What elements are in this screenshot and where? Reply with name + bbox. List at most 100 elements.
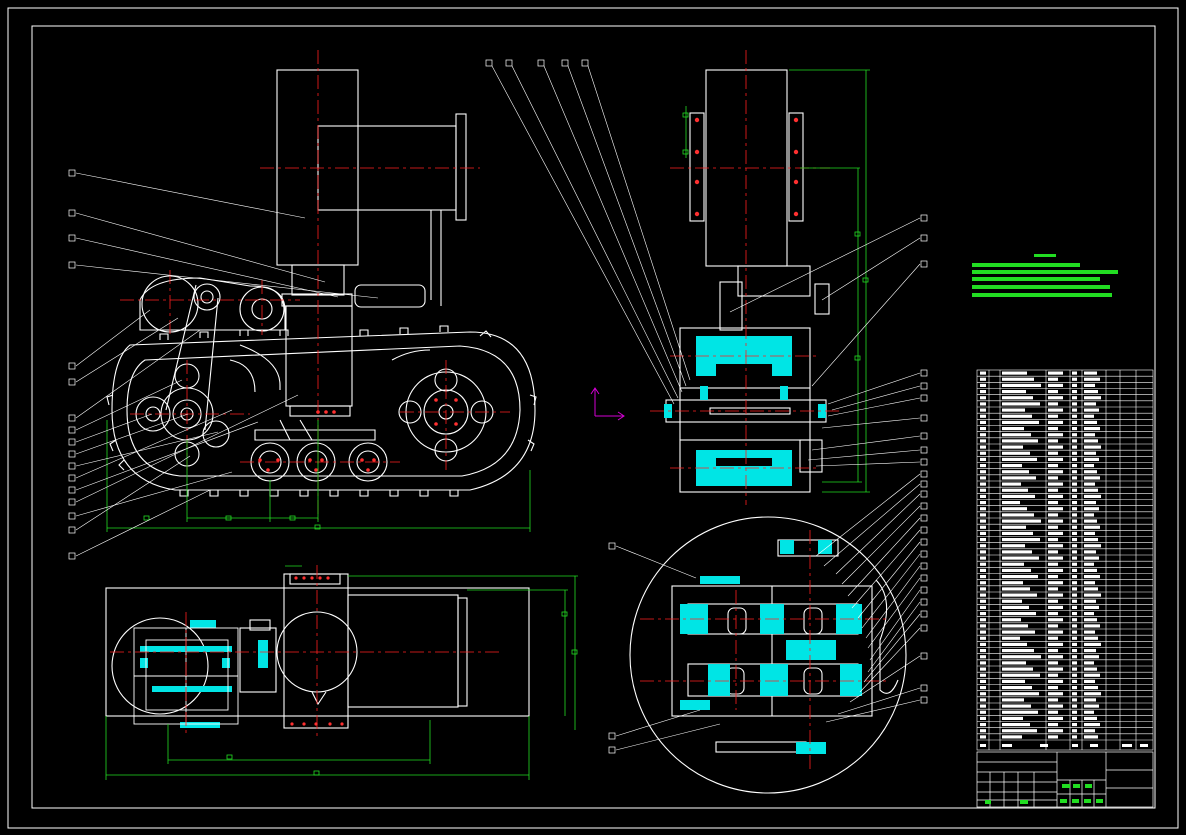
- parts-list-cell-mark: [1002, 420, 1039, 424]
- parts-list-cell-mark: [1002, 649, 1034, 653]
- plan-view-hatch: [140, 620, 268, 728]
- parts-list-cell-mark: [1002, 402, 1040, 406]
- parts-list-cell-mark: [1002, 433, 1031, 437]
- parts-list-cell-mark: [1072, 414, 1077, 418]
- parts-list-cell-mark: [1048, 494, 1063, 498]
- parts-list-cell-mark: [1002, 513, 1034, 517]
- parts-list-cell-mark: [980, 482, 986, 486]
- plan-view-centerlines: [110, 565, 500, 738]
- parts-list-cell-mark: [1002, 531, 1033, 535]
- parts-list-cell-mark: [1072, 544, 1077, 548]
- parts-list-cell-mark: [1072, 433, 1077, 437]
- parts-list-cell-mark: [1048, 655, 1063, 659]
- parts-list-cell-mark: [980, 445, 986, 449]
- parts-list-cell-mark: [1048, 445, 1063, 449]
- parts-list-cell-mark: [1002, 630, 1035, 634]
- parts-list-cell-mark: [1072, 649, 1077, 653]
- parts-list-cell-mark: [1084, 377, 1100, 381]
- parts-list-cell-mark: [1002, 371, 1027, 375]
- parts-list-cell-mark: [1084, 581, 1095, 585]
- parts-list-cell-mark: [1048, 482, 1063, 486]
- parts-list-cell-mark: [1084, 414, 1094, 418]
- parts-list-cell-mark: [1048, 488, 1058, 492]
- parts-list-cell-mark: [1048, 396, 1063, 400]
- parts-list-cell-mark: [1048, 618, 1063, 622]
- parts-list-cell-mark: [980, 488, 986, 492]
- technical-notes-line: [972, 277, 1100, 281]
- parts-list-cell-mark: [1072, 704, 1077, 708]
- parts-list-cell-mark: [1002, 704, 1031, 708]
- parts-list-cell-mark: [1084, 599, 1096, 603]
- parts-list-cell-mark: [980, 642, 986, 646]
- parts-list-cell-mark: [1048, 556, 1063, 560]
- parts-list-cell-mark: [1072, 692, 1077, 696]
- parts-list-cell-mark: [1048, 686, 1058, 690]
- parts-list-cell-mark: [1072, 550, 1077, 554]
- parts-list-cell-mark: [1002, 451, 1030, 455]
- parts-list-cell-mark: [980, 655, 986, 659]
- parts-list-cell-mark: [1002, 618, 1021, 622]
- parts-list-cell-mark: [1048, 642, 1063, 646]
- parts-list-cell-mark: [1048, 599, 1058, 603]
- parts-list-cell-mark: [1002, 599, 1022, 603]
- parts-list-cell-mark: [980, 390, 986, 394]
- parts-list-cell-mark: [1048, 661, 1058, 665]
- parts-list-cell-mark: [1048, 581, 1063, 585]
- plan-view: [105, 573, 530, 729]
- parts-list-cell-mark: [1084, 636, 1098, 640]
- parts-list-cell-mark: [1072, 445, 1077, 449]
- parts-list-cell-mark: [1002, 470, 1029, 474]
- title-block-marks: [985, 784, 1103, 804]
- parts-list-cell-mark: [980, 636, 986, 640]
- parts-list-cell-mark: [980, 612, 986, 616]
- parts-list-cell-mark: [1084, 655, 1099, 659]
- parts-list-cell-mark: [1048, 371, 1063, 375]
- parts-list-cell-mark: [1084, 433, 1095, 437]
- parts-list-cell-mark: [1084, 723, 1100, 727]
- parts-list-cell-mark: [1002, 408, 1025, 412]
- parts-list-cell-mark: [980, 599, 986, 603]
- parts-list-cell-mark: [1048, 383, 1063, 387]
- parts-list-cell-mark: [1048, 612, 1058, 616]
- parts-list-cell-mark: [1002, 494, 1035, 498]
- front-section-view: [665, 69, 830, 493]
- parts-list-cell-mark: [1002, 612, 1036, 616]
- parts-list-cell-mark: [1048, 729, 1063, 733]
- parts-list-cell-mark: [1002, 439, 1038, 443]
- parts-list-cell-mark: [1002, 692, 1039, 696]
- parts-list-cell-mark: [1072, 655, 1077, 659]
- parts-list-cell-mark: [1002, 562, 1024, 566]
- parts-list-cell-mark: [1002, 501, 1020, 505]
- parts-list-cell-mark: [1048, 420, 1063, 424]
- parts-list-cell-mark: [1072, 470, 1077, 474]
- parts-list-cell-mark: [1002, 593, 1037, 597]
- parts-list-cell-mark: [1072, 562, 1077, 566]
- parts-list-cell-mark: [1002, 636, 1020, 640]
- leader-lines: [75, 65, 921, 751]
- parts-list-cell-mark: [980, 525, 986, 529]
- parts-list-cell-mark: [980, 457, 986, 461]
- parts-list-cell-mark: [1048, 704, 1063, 708]
- parts-list-cell-mark: [1072, 451, 1077, 455]
- parts-list-cell-mark: [1084, 544, 1101, 548]
- parts-list-cell-mark: [980, 538, 986, 542]
- parts-list-cell-mark: [1084, 698, 1096, 702]
- parts-list-cell-mark: [980, 531, 986, 535]
- parts-list-cell-mark: [1072, 729, 1077, 733]
- parts-list-cell-mark: [1072, 371, 1077, 375]
- parts-list-cell-mark: [1084, 649, 1096, 653]
- parts-list-cell-mark: [980, 470, 986, 474]
- parts-list-cell-mark: [1048, 457, 1063, 461]
- parts-list-cell-mark: [1002, 414, 1032, 418]
- parts-list-cell-mark: [1084, 457, 1099, 461]
- parts-list-cell-mark: [1084, 390, 1098, 394]
- parts-list-cell-mark: [1072, 568, 1077, 572]
- parts-list-cell-mark: [1002, 488, 1028, 492]
- parts-list-cell-mark: [980, 605, 986, 609]
- parts-list-cell-mark: [1002, 427, 1024, 431]
- parts-list-cell-mark: [1002, 550, 1032, 554]
- parts-list-cell-mark: [1084, 716, 1097, 720]
- parts-list-cell-mark: [1002, 377, 1034, 381]
- parts-list-cell-mark: [1002, 390, 1026, 394]
